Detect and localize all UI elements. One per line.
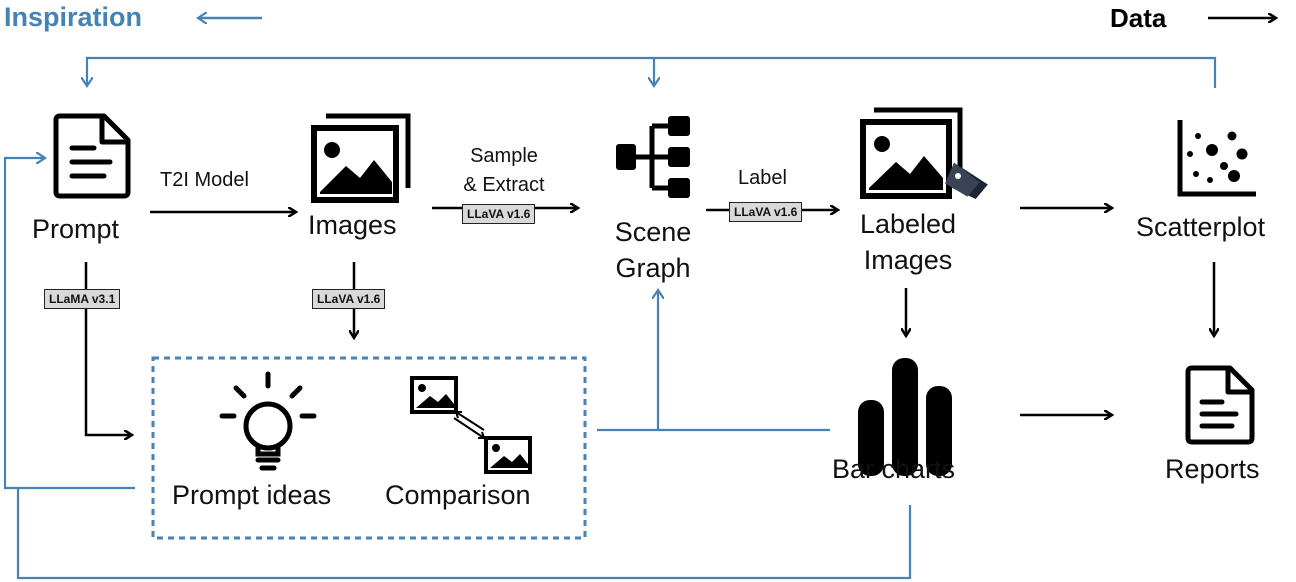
left-feedback-line — [3, 158, 135, 490]
bottom-feedback-line — [16, 488, 912, 580]
legend-data-label: Data — [1110, 3, 1167, 33]
legend-inspiration-label: Inspiration — [4, 2, 143, 32]
bar-chart-icon — [858, 358, 952, 476]
badge-llava-images: LLaVA v1.6 — [312, 289, 386, 309]
edge-label-label: Label — [738, 167, 787, 189]
badge-llama-prompt: LLaMA v3.1 — [44, 289, 121, 309]
node-labeled-images-label: Labeled Images — [859, 209, 957, 275]
node-reports-label: Reports — [1165, 454, 1260, 484]
node-prompt-ideas-label: Prompt ideas — [172, 480, 332, 510]
badge-llava-extract: LLaVA v1.6 — [462, 204, 536, 224]
node-images-label: Images — [308, 210, 397, 240]
node-scatterplot-label: Scatterplot — [1136, 212, 1266, 242]
node-comparison-label: Comparison — [385, 480, 531, 510]
lightbulb-icon — [219, 371, 317, 471]
scatterplot-icon — [1177, 120, 1256, 197]
arrow-prompt-to-inspiration — [84, 262, 132, 435]
image-stack-icon — [311, 113, 411, 203]
document-icon — [53, 113, 131, 199]
report-document-icon — [1185, 365, 1255, 445]
badge-llava-label: LLaVA v1.6 — [729, 202, 803, 222]
comparison-icon — [410, 376, 532, 474]
labeled-image-icon — [860, 107, 988, 199]
node-scene-graph-label: Scene Graph — [614, 217, 692, 283]
top-feedback-line — [87, 56, 1217, 88]
node-prompt-label: Prompt — [32, 214, 120, 244]
edge-t2i-model-label: T2I Model — [160, 169, 249, 191]
tree-structure-icon — [616, 116, 690, 198]
inspiration-feedback-lines — [3, 56, 1217, 580]
inspiration-box — [151, 356, 587, 540]
edge-sample-extract-label: Sample & Extract — [463, 145, 545, 196]
node-bar-charts-label: Bar charts — [832, 454, 956, 484]
